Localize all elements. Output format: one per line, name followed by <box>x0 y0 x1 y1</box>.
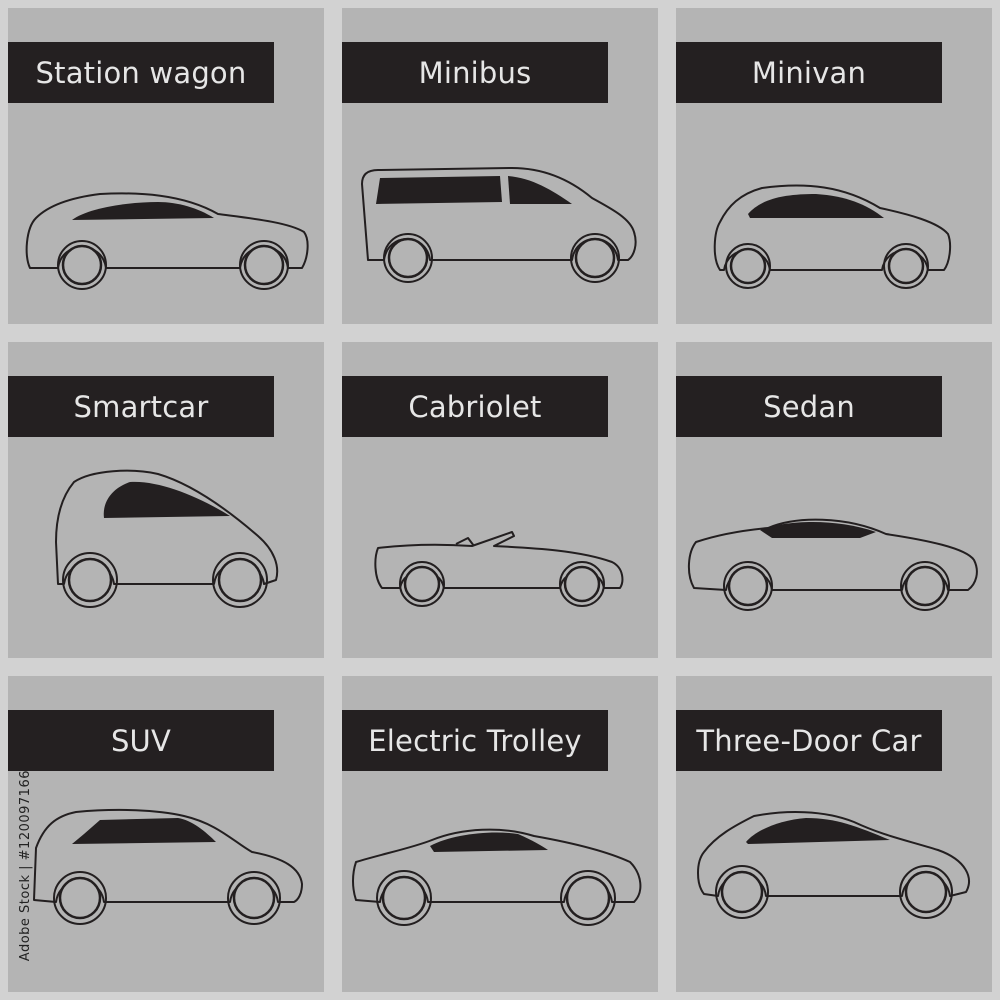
minivan-icon <box>676 128 992 308</box>
tile-electric-trolley: Electric Trolley <box>342 676 658 992</box>
tile-sedan: Sedan <box>676 342 992 658</box>
suv-icon <box>8 796 324 976</box>
electric-trolley-icon <box>342 796 658 976</box>
minibus-icon <box>342 128 658 308</box>
station-wagon-icon <box>8 128 324 308</box>
tile-minibus: Minibus <box>342 8 658 324</box>
smartcar-label: Smartcar <box>8 376 274 437</box>
suv-label: SUV <box>8 710 274 771</box>
sedan-icon <box>676 462 992 642</box>
tile-station-wagon: Station wagon <box>8 8 324 324</box>
cabriolet-icon <box>342 462 658 642</box>
tile-three-door-car: Three-Door Car <box>676 676 992 992</box>
minibus-label: Minibus <box>342 42 608 103</box>
minivan-label: Minivan <box>676 42 942 103</box>
electric-trolley-label: Electric Trolley <box>342 710 608 771</box>
cabriolet-label: Cabriolet <box>342 376 608 437</box>
station-wagon-label: Station wagon <box>8 42 274 103</box>
sedan-label: Sedan <box>676 376 942 437</box>
stock-id-text: Adobe Stock | #120097166 <box>18 770 33 962</box>
three-door-car-label: Three-Door Car <box>676 710 942 771</box>
smartcar-icon <box>8 462 324 642</box>
tile-smartcar: Smartcar <box>8 342 324 658</box>
three-door-car-icon <box>676 796 992 976</box>
tile-suv: SUV <box>8 676 324 992</box>
tile-minivan: Minivan <box>676 8 992 324</box>
tile-cabriolet: Cabriolet <box>342 342 658 658</box>
